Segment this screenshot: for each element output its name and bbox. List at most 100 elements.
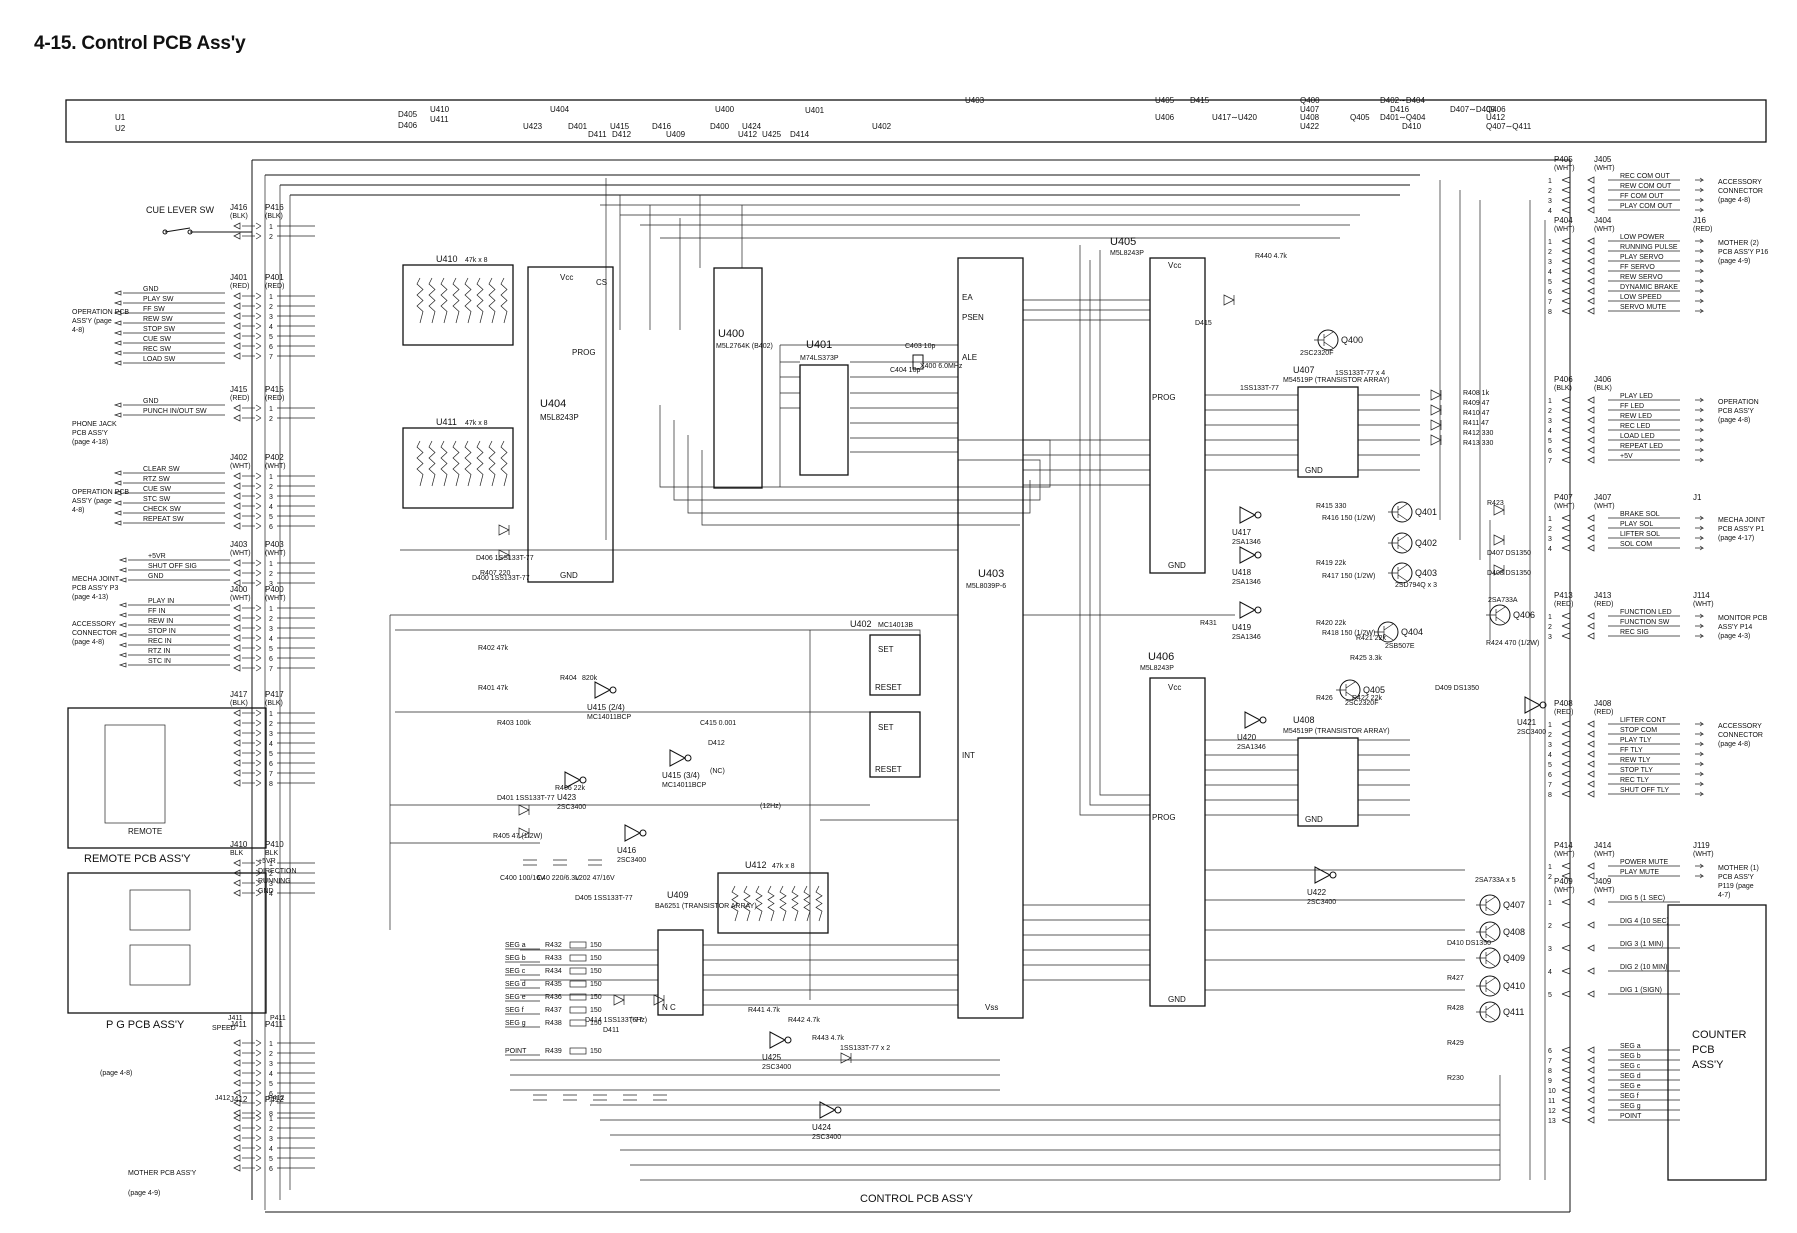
resistor-symbol	[440, 277, 448, 324]
connector-pin	[233, 664, 262, 672]
connector-pin-number: 4	[269, 741, 273, 748]
right-connector-pin	[1561, 780, 1595, 788]
transistor-leads	[1374, 623, 1394, 641]
seg-resistor-symbol	[569, 954, 587, 962]
right-plug-color: (BLK)	[1554, 385, 1572, 392]
chip-u402-set: SET	[878, 645, 894, 654]
connector-pin	[233, 1079, 262, 1087]
right-connector-pin	[1561, 790, 1595, 798]
right-connector-pin	[1561, 426, 1595, 434]
right-connector-pin	[1561, 237, 1595, 245]
resistor-symbol	[500, 440, 508, 487]
connector-pin-number: 2	[269, 304, 273, 311]
connector-pin	[233, 1059, 262, 1067]
right-pin-number: 3	[1548, 536, 1552, 543]
pg-signal-label: RUNNING	[258, 878, 291, 885]
control-pcb-caption: CONTROL PCB ASS'Y	[860, 1193, 974, 1205]
arrow-icon	[1695, 288, 1705, 294]
right-connector-pin	[1561, 524, 1595, 532]
arrow-icon	[1695, 525, 1705, 531]
transistor-part: 2SC2320F	[1345, 700, 1378, 707]
right-connector-pin	[1561, 534, 1595, 542]
part-label: R406 22k	[555, 785, 585, 792]
right-pin-number: 2	[1548, 732, 1552, 739]
arrow-icon	[118, 557, 127, 563]
bus-wire	[687, 435, 1031, 514]
seg-resistor-ref: R436	[545, 994, 562, 1001]
chip-u409-nc: N C	[662, 1003, 676, 1012]
connector-pin-number: 3	[269, 1136, 273, 1143]
signal-destination: MECHA JOINT	[72, 576, 120, 583]
signal-label: FF IN	[148, 608, 166, 615]
connector-pin	[233, 312, 262, 320]
signal-label: FF SW	[143, 306, 165, 313]
connector-pin	[233, 624, 262, 632]
part-label: (6Hz)	[630, 1017, 647, 1024]
crystal-symbol	[912, 354, 924, 370]
right-connector-pin	[1561, 622, 1595, 630]
right-pin-number: 1	[1548, 398, 1552, 405]
arrow-icon	[113, 500, 122, 506]
connector-pin	[233, 579, 262, 587]
right-signal-label: REW TLY	[1620, 757, 1651, 764]
right-signal-label: BRAKE SOL	[1620, 511, 1660, 518]
right-connector-pin	[1561, 307, 1595, 315]
connector-pin-number: 1	[269, 561, 273, 568]
arrow-icon	[118, 577, 127, 583]
right-pin-number: 3	[1548, 259, 1552, 266]
right-destination: CONNECTOR	[1718, 188, 1763, 195]
right-signal-label: LOW POWER	[1620, 234, 1664, 241]
signal-label: CUE SW	[143, 486, 171, 493]
chip-u405-part: M5L8243P	[1110, 250, 1144, 257]
index-label: U406	[1155, 113, 1175, 122]
right-signal-label: LOW SPEED	[1620, 294, 1662, 301]
resistor-symbol	[476, 277, 484, 324]
right-destination: ACCESSORY	[1718, 723, 1762, 730]
chip-u408: U408 M54519P (TRANSISTOR ARRAY) GND	[1283, 715, 1390, 827]
index-label: D405	[398, 110, 418, 119]
transistor-ref: Q407	[1503, 900, 1525, 910]
right-signal-label: REPEAT LED	[1620, 443, 1663, 450]
arrow-icon	[1695, 397, 1705, 403]
right-pin-number: 1	[1548, 239, 1552, 246]
seg-input-label: SEG f	[505, 1007, 524, 1014]
part-label: R427	[1447, 975, 1464, 982]
right-connector-pin	[1561, 247, 1595, 255]
counter-pcb-label-3: ASS'Y	[1692, 1059, 1724, 1071]
right-connector-pin	[1561, 1106, 1595, 1114]
right-connector-pin	[1561, 206, 1595, 214]
connector-plug-ref: P411	[265, 1020, 284, 1029]
chip-u404-gnd: GND	[560, 571, 578, 580]
seg-resistor-value: 150	[590, 1020, 602, 1027]
right-signal-label: SEG b	[1620, 1053, 1641, 1060]
right-signal-label: LIFTER CONT	[1620, 717, 1667, 724]
chip-u406-vcc: Vcc	[1168, 683, 1181, 692]
right-pin-number: 12	[1548, 1108, 1556, 1115]
chip-u401-ref: U401	[806, 339, 832, 351]
right-pin-number: 2	[1548, 874, 1552, 881]
connector-pin	[233, 559, 262, 567]
connector-pin-number: 6	[269, 761, 273, 768]
gate-bubble	[784, 1036, 792, 1044]
connector-pin-number: 8	[269, 781, 273, 788]
seg-resistor-ref: R439	[545, 1048, 562, 1055]
part-label: D414 1SS133T-77	[585, 1017, 643, 1024]
right-connector-pin	[1561, 1056, 1595, 1064]
arrow-icon	[1695, 407, 1705, 413]
connector-pin	[233, 322, 262, 330]
right-connector-pin	[1561, 720, 1595, 728]
connector-pin	[233, 654, 262, 662]
gate-symbol	[1524, 696, 1542, 714]
right-connector-pin	[1561, 514, 1595, 522]
right-plug-color: (WHT)	[1554, 226, 1575, 233]
arrow-icon	[1695, 623, 1705, 629]
right-pin-number: 5	[1548, 438, 1552, 445]
right-plug-ref: P405	[1554, 155, 1573, 164]
right-signal-label: REC SIG	[1620, 629, 1649, 636]
signal-destination: CONNECTOR	[72, 630, 117, 637]
right-signal-label: REW COM OUT	[1620, 183, 1672, 190]
right-jack-ref: J405	[1594, 155, 1612, 164]
right-pin-number: 8	[1548, 309, 1552, 316]
resistor-symbol	[428, 277, 436, 324]
transistor-ref: Q403	[1415, 568, 1437, 578]
